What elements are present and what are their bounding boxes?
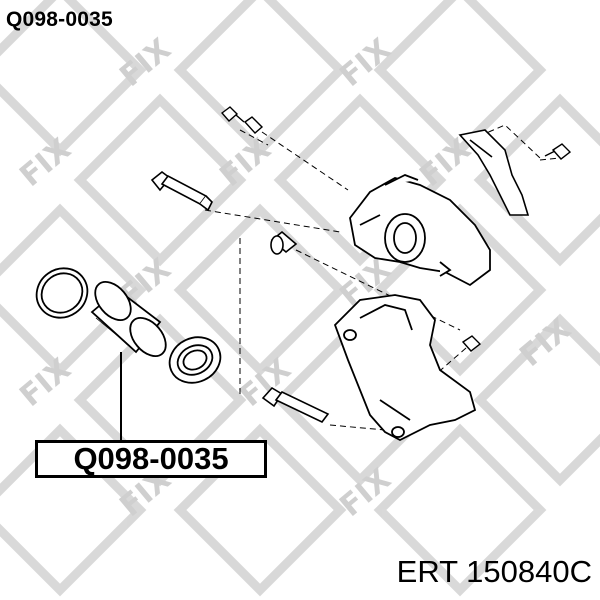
dust-boot [168,336,222,384]
seal-ring [35,267,89,319]
bracket-bolt [461,335,482,352]
guide-pin-bolt-lower [261,386,330,424]
guide-pin-bolt-upper [150,170,213,212]
svg-text:FIX: FIX [513,312,577,374]
caliper-bracket [333,294,477,442]
cross-reference-code: ERT 150840C [396,554,592,589]
anti-rattle-clip [458,129,530,216]
bleeder-screw [220,106,264,134]
page-title: Q098-0035 [6,8,113,31]
caliper-piston [90,280,167,358]
caliper-housing [349,174,491,287]
pin-bushing [270,230,298,255]
part-number-callout: Q098-0035 [35,440,267,478]
pad-bolt-right [544,143,572,160]
